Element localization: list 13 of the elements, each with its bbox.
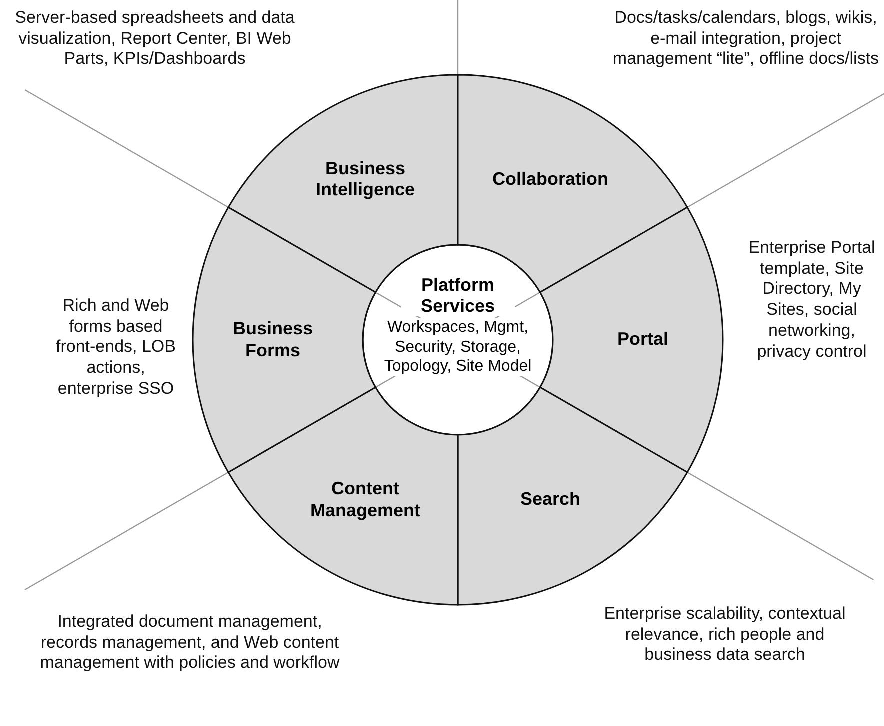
center-title: Platform Services xyxy=(401,275,515,316)
segment-label: Business Forms xyxy=(232,318,314,362)
description-text: Server-based spreadsheets and data visualization, Report Center, BI Web Parts, KPIs/Dashboards xyxy=(14,8,296,70)
description-text: Enterprise Portal template, Site Directory, My Sites, social networking, privacy control xyxy=(748,238,876,362)
segment-label: Portal xyxy=(616,329,670,351)
segment-label: Content Management xyxy=(309,478,422,522)
segment-label: Business Intelligence xyxy=(314,158,416,202)
description-text: Integrated document management, records management, and Web content management with policies and workflow xyxy=(40,612,340,674)
description-text: Rich and Web forms based front-ends, LOB actions, enterprise SSO xyxy=(54,296,177,400)
segment-label: Search xyxy=(519,489,582,511)
segment-label: Collaboration xyxy=(492,168,610,191)
description-text: Docs/tasks/calendars, blogs, wikis, e-mail integration, project management “lite”, offline docs/lists xyxy=(612,8,880,70)
description-text: Enterprise scalability, contextual relevance, rich people and business data search xyxy=(603,604,847,666)
